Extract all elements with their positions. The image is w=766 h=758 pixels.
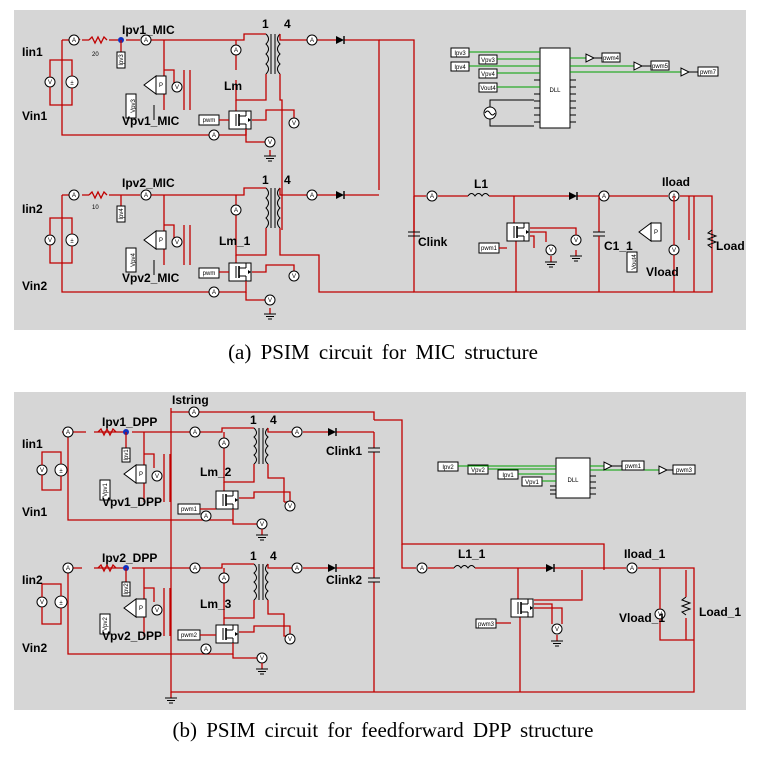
label-dpp-iin1: Iin1 xyxy=(22,437,43,451)
label-dpp-ipv2: Ipv2_DPP xyxy=(102,551,157,565)
label-dpp-ratio2-primary: 1 xyxy=(250,549,257,563)
label-ipv1-mic: Ipv1_MIC xyxy=(122,23,175,37)
label-dpp-ratio1-secondary: 4 xyxy=(270,413,277,427)
tag-dpp-ipv-probe-2: Ipv2 xyxy=(124,583,130,595)
label-ipv2-mic: Ipv2_MIC xyxy=(122,176,175,190)
label-iin2: Iin2 xyxy=(22,202,43,216)
label-ratio1-secondary: 4 xyxy=(284,17,291,31)
label-dpp-ipv1: Ipv1_DPP xyxy=(102,415,157,429)
label-vpv1-mic: Vpv1_MIC xyxy=(122,114,180,128)
label-dpp-vin2: Vin2 xyxy=(22,641,47,655)
tag-pwm-sw1: pwm xyxy=(203,118,216,124)
label-lm: Lm xyxy=(224,79,242,93)
caption-dpp: (b) PSIM circuit for feedforward DPP str… xyxy=(172,718,594,742)
label-clink1: Clink1 xyxy=(326,444,362,458)
label-r2: 10 xyxy=(92,205,99,211)
tag-dpp-vpv2: Vpv2 xyxy=(471,468,485,474)
tag-dpp-vpv-probe-1: Vpv1 xyxy=(103,483,109,497)
caption-mic: (a) PSIM circuit for MIC structure xyxy=(228,340,538,364)
dll-block-dpp: DLL Ipv2 Vpv2 Ipv1 Vpv1 pwm1 pwm3 xyxy=(437,457,696,499)
tag-ipv-probe-1: Ipv3 xyxy=(119,54,125,66)
label-dpp-vpv2: Vpv2_DPP xyxy=(102,629,162,643)
tag-vpv-probe-1: Vpv3 xyxy=(131,99,137,113)
label-vin1: Vin1 xyxy=(22,109,47,123)
label-l1-1: L1_1 xyxy=(458,547,486,561)
tag-dpp-ipv-probe-1: Ipv1 xyxy=(124,449,130,461)
label-ratio1-primary: 1 xyxy=(262,17,269,31)
dpp-schematic: Vpv1 Ipv1 pwm1 Ipv1_DPP Iin1 Vin1 Vpv1_D… xyxy=(22,393,741,704)
label-vload: Vload xyxy=(646,265,679,279)
label-dpp-ratio1-primary: 1 xyxy=(250,413,257,427)
tag-dpp-ipv2: Ipv2 xyxy=(442,465,454,471)
label-lm3: Lm_3 xyxy=(200,597,232,611)
label-dpp-vpv1: Vpv1_DPP xyxy=(102,495,162,509)
tag-dpp-vpv-probe-2: Vpv2 xyxy=(103,617,109,631)
label-load-1: Load_1 xyxy=(699,605,741,619)
svg-text:DLL: DLL xyxy=(567,478,579,484)
label-vload-1: Vload_1 xyxy=(619,611,665,625)
label-ratio2-secondary: 4 xyxy=(284,173,291,187)
label-r1: 20 xyxy=(92,52,99,58)
tag-vpv3: Vpv3 xyxy=(481,58,495,64)
label-istring: Istring xyxy=(172,393,209,407)
label-iin1: Iin1 xyxy=(22,45,43,59)
label-l1: L1 xyxy=(474,177,488,191)
tag-ipv3: Ipv3 xyxy=(454,51,466,57)
tag-dpp-ipv1: Ipv1 xyxy=(502,473,514,479)
label-vin2: Vin2 xyxy=(22,279,47,293)
tag-vload-probe: Vout4 xyxy=(632,254,638,270)
label-vpv2-mic: Vpv2_MIC xyxy=(122,271,180,285)
dll-block-mic: DLL Ipv3 Vpv3 Ipv4 Vpv4 Vout4 pwm4 pwm5 … xyxy=(450,47,719,129)
label-dpp-iin2: Iin2 xyxy=(22,573,43,587)
label-lm1: Lm_1 xyxy=(219,234,251,248)
label-clink: Clink xyxy=(418,235,448,249)
label-iload-1: Iload_1 xyxy=(624,547,666,561)
tag-dpp-vpv1: Vpv1 xyxy=(525,480,539,486)
tag-ipv4: Ipv4 xyxy=(454,65,466,71)
tag-dpp-pwm-sw1: pwm1 xyxy=(181,507,198,513)
tag-dpp-pwm-sw2: pwm2 xyxy=(181,633,198,639)
label-iload: Iload xyxy=(662,175,690,189)
tag-dpp-pwm3: pwm3 xyxy=(676,468,693,474)
label-ratio2-primary: 1 xyxy=(262,173,269,187)
mic-schematic: A V ± P Ipv3 Vpv3 pwm Ipv1_MIC Iin1 V xyxy=(22,17,745,320)
tag-vpv4: Vpv4 xyxy=(481,72,495,78)
tag-pwm4: pwm4 xyxy=(603,56,620,62)
psim-circuit-mic: A V ± P Ipv3 Vpv3 pwm Ipv1_MIC Iin1 V xyxy=(14,10,746,330)
label-c1: C1_1 xyxy=(604,239,633,253)
tag-pwm-sw3: pwm1 xyxy=(481,246,498,252)
label-dpp-vin1: Vin1 xyxy=(22,505,47,519)
tag-dpp-pwm-sw3: pwm3 xyxy=(478,622,495,628)
tag-pwm-sw2: pwm xyxy=(203,271,216,277)
tag-ipv-probe-2: Ipv4 xyxy=(119,208,125,220)
tag-pwm7: pwm7 xyxy=(700,70,717,76)
label-load: Load xyxy=(716,239,745,253)
label-clink2: Clink2 xyxy=(326,573,362,587)
svg-text:DLL: DLL xyxy=(549,88,561,94)
tag-vpv-probe-2: Vpv4 xyxy=(131,253,137,267)
tag-pwm5: pwm5 xyxy=(652,64,669,70)
psim-circuit-dpp: Vpv1 Ipv1 pwm1 Ipv1_DPP Iin1 Vin1 Vpv1_D… xyxy=(14,392,746,710)
label-dpp-ratio2-secondary: 4 xyxy=(270,549,277,563)
tag-dpp-pwm1: pwm1 xyxy=(625,464,642,470)
tag-vout4: Vout4 xyxy=(480,86,496,92)
label-lm2: Lm_2 xyxy=(200,465,232,479)
